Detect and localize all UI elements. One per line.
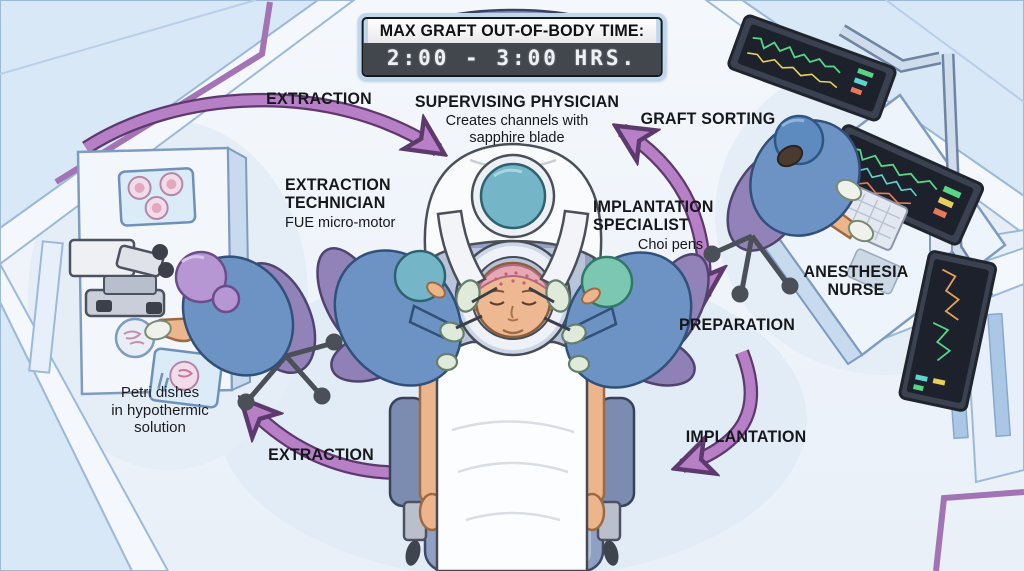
- label-preparation-text: PREPARATION: [678, 315, 796, 334]
- max-graft-time-title: MAX GRAFT OUT-OF-BODY TIME:: [368, 19, 656, 43]
- label-extraction-bottom: EXTRACTION: [241, 445, 401, 464]
- armrest-right: [596, 396, 636, 566]
- label-extraction-technician: EXTRACTION TECHNICIAN FUE micro-motor: [285, 175, 435, 231]
- max-graft-time-banner: MAX GRAFT OUT-OF-BODY TIME: 2:00 - 3:00 …: [357, 13, 667, 81]
- role-title: IMPLANTATION SPECIALIST: [593, 197, 714, 235]
- anesthesia-nurse-figure: [703, 114, 875, 303]
- vital-monitor-3-icon: [898, 250, 998, 412]
- vital-monitor-1-icon: [727, 14, 897, 122]
- petri-dish-single-icon: [114, 317, 156, 359]
- role-subtitle: FUE micro-motor: [285, 214, 396, 231]
- label-preparation: PREPARATION: [657, 315, 817, 334]
- role-title: EXTRACTION TECHNICIAN: [285, 175, 391, 213]
- petri-dish-tray2-icon: [148, 347, 224, 409]
- workflow-arrows: [82, 93, 759, 480]
- label-implantation-text: IMPLANTATION: [685, 427, 807, 446]
- implantation-specialist-figure: [543, 251, 710, 389]
- petri-dish-tray-icon: [117, 167, 197, 227]
- label-anesthesia-nurse: ANESTHESIA NURSE: [786, 262, 926, 300]
- label-implantation: IMPLANTATION: [666, 427, 826, 446]
- label-extraction-top: EXTRACTION: [239, 89, 399, 108]
- office-chair-base-icon: [237, 333, 343, 411]
- note-petri-dishes: Petri dishes in hypothermic solution: [111, 384, 209, 437]
- label-implantation-specialist: IMPLANTATION SPECIALIST Choi pens: [593, 197, 748, 253]
- max-graft-time-value: 2:00 - 3:00 HRS.: [363, 43, 661, 75]
- label-graft-sorting: GRAFT SORTING: [628, 109, 788, 128]
- arrow-implantation: [682, 349, 759, 466]
- max-graft-time-frame: MAX GRAFT OUT-OF-BODY TIME: 2:00 - 3:00 …: [361, 17, 663, 77]
- label-supervising-physician: SUPERVISING PHYSICIAN Creates channels w…: [397, 92, 637, 146]
- microscope-icon: [68, 238, 174, 318]
- role-title: ANESTHESIA NURSE: [803, 262, 909, 300]
- role-subtitle: Creates channels with sapphire blade: [445, 113, 589, 146]
- label-graft-sorting-text: GRAFT SORTING: [640, 109, 776, 128]
- office-chair-base-icon: [703, 233, 799, 303]
- patient-figure: [418, 239, 606, 571]
- extraction-technician-figure: [316, 247, 483, 387]
- role-title: SUPERVISING PHYSICIAN: [414, 92, 620, 111]
- arrow-extraction-top: [82, 93, 438, 150]
- supervising-physician-figure: [423, 142, 603, 313]
- label-extraction-top-text: EXTRACTION: [266, 89, 372, 108]
- label-extraction-bottom-text: EXTRACTION: [268, 445, 374, 464]
- sorting-technician-figure: [144, 250, 343, 411]
- role-subtitle: Choi pens: [637, 236, 704, 253]
